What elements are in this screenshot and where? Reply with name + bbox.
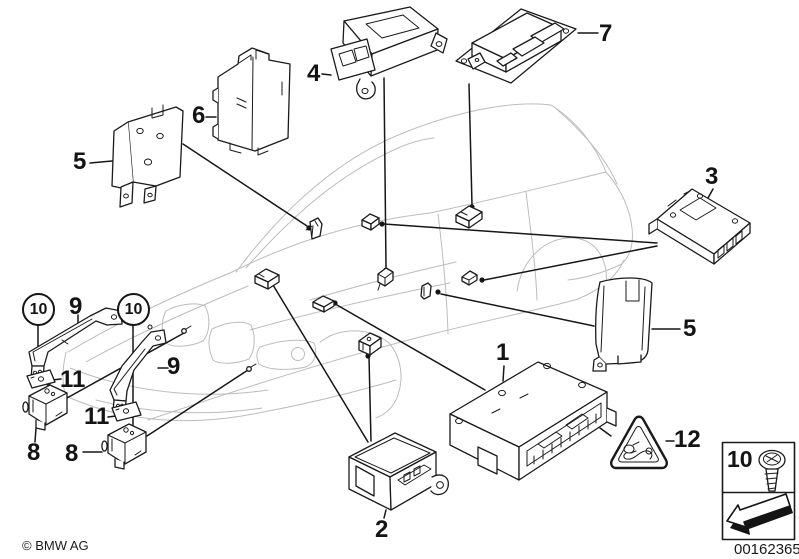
callout-5-front[interactable]: 5	[73, 148, 87, 175]
callout-10-circled-left[interactable]: 10	[22, 293, 55, 326]
callout-4[interactable]: 4	[307, 60, 321, 87]
part-6-control-module[interactable]	[212, 47, 291, 156]
bumper-screw-icon	[181, 325, 257, 372]
leader-lines	[34, 32, 714, 519]
part-2-control-module[interactable]	[348, 432, 449, 511]
part-11-clip-left[interactable]	[26, 369, 56, 389]
dash-module-icon	[254, 268, 280, 290]
console-module-icon	[312, 295, 335, 313]
torx-screw-icon	[758, 449, 786, 492]
part-3-control-module[interactable]	[648, 188, 751, 265]
siren-module-icon	[358, 332, 382, 356]
part-8-sensor-left[interactable]	[22, 384, 68, 431]
callout-11-right[interactable]: 11	[84, 403, 110, 430]
b-pillar-sensor-icon	[377, 267, 394, 291]
callout-11-left[interactable]: 11	[60, 366, 86, 393]
part-7-control-module[interactable]	[455, 8, 577, 84]
callout-5-rear[interactable]: 5	[683, 315, 697, 342]
part-12-warning-triangle[interactable]	[610, 415, 668, 470]
callout-9-right[interactable]: 9	[167, 353, 181, 380]
part-8-sensor-right[interactable]	[101, 423, 147, 470]
callout-7[interactable]: 7	[599, 20, 613, 47]
part-1-control-module[interactable]	[449, 361, 617, 481]
part-4-control-module[interactable]	[330, 6, 448, 100]
callout-12[interactable]: 12	[674, 426, 701, 453]
part-5-bracket-front[interactable]	[111, 104, 184, 208]
callout-8-left[interactable]: 8	[27, 439, 41, 466]
installed-components	[181, 205, 483, 372]
callout-3[interactable]: 3	[705, 163, 719, 190]
part-5-bracket-rear[interactable]	[592, 277, 653, 372]
part-9-bracket-left[interactable]	[28, 307, 123, 381]
callout-2[interactable]: 2	[375, 516, 389, 543]
legend-fastener-number[interactable]: 10	[727, 446, 753, 472]
callout-9-left[interactable]: 9	[69, 293, 83, 320]
callout-8-right[interactable]: 8	[65, 440, 79, 467]
airbag-cable-icon	[623, 441, 653, 460]
roof-front-module-icon	[361, 213, 380, 231]
windshield-sensor-icon	[305, 217, 323, 240]
image-number: 00162365	[734, 541, 799, 558]
roof-rear-module-icon	[455, 205, 483, 229]
direction-arrow-icon	[726, 493, 793, 535]
roof-rail-sensor-icon	[461, 270, 478, 286]
sill-clip-icon	[420, 282, 432, 300]
copyright-text: © BMW AG	[22, 538, 89, 553]
callout-1[interactable]: 1	[496, 339, 510, 366]
legend-box	[721, 441, 796, 541]
part-11-clip-right[interactable]	[111, 401, 142, 422]
callout-10-circled-right[interactable]: 10	[117, 293, 150, 326]
callout-6[interactable]: 6	[192, 102, 206, 129]
